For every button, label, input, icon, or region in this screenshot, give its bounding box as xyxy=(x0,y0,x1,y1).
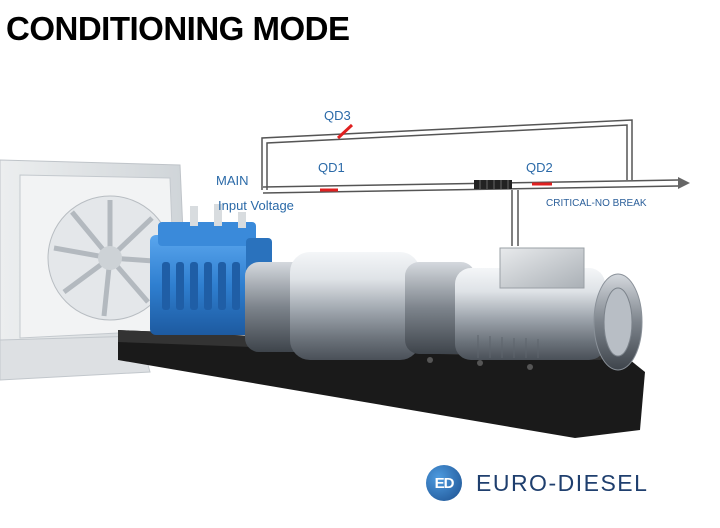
label-qd1: QD1 xyxy=(318,160,345,175)
static-switch xyxy=(474,180,512,189)
output-arrow-icon xyxy=(678,177,690,189)
label-qd3: QD3 xyxy=(324,108,351,123)
kinetic-rotor xyxy=(245,248,642,370)
circuit-lines xyxy=(262,120,678,246)
label-main: MAIN xyxy=(216,173,249,188)
label-critical-no-break: CRITICAL-NO BREAK xyxy=(546,198,647,209)
euro-diesel-logo: ED EURO-DIESEL xyxy=(426,463,648,503)
label-input-voltage: Input Voltage xyxy=(218,198,294,213)
logo-text: EURO-DIESEL xyxy=(476,470,648,497)
breaker-qd3 xyxy=(338,125,352,138)
logo-mark-icon: ED xyxy=(426,465,462,501)
label-qd2: QD2 xyxy=(526,160,553,175)
